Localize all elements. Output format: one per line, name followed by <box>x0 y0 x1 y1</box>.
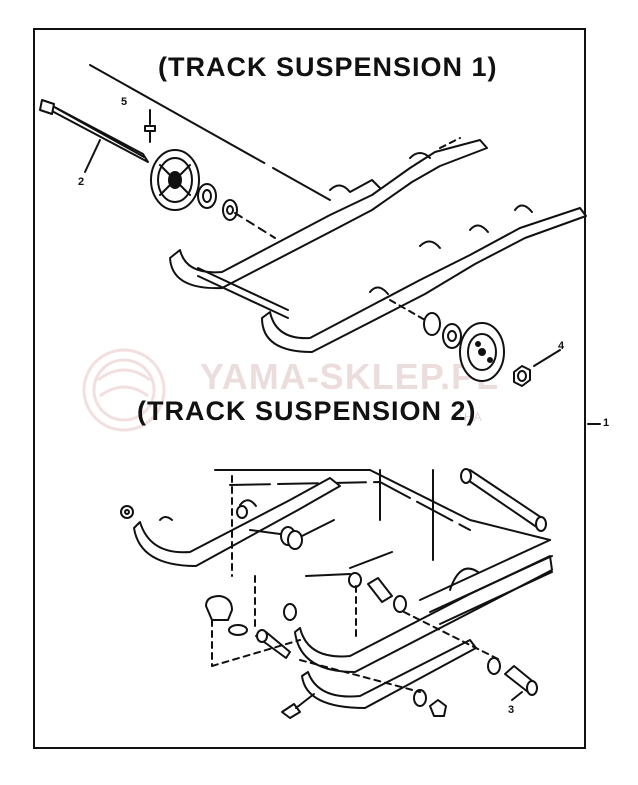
title-track-suspension-1: (TRACK SUSPENSION 1) <box>158 52 498 82</box>
diagram-frame <box>33 28 586 749</box>
callout-2: 2 <box>78 176 85 188</box>
bushing-group-upper <box>249 519 335 550</box>
callout-1: 1 <box>603 417 610 429</box>
bolt-lower <box>255 629 291 659</box>
callout-5: 5 <box>121 96 128 108</box>
watermark-text: YAMA-SKLEP.PL <box>200 356 500 397</box>
cap-part <box>205 595 248 636</box>
bolt-part-5 <box>144 125 156 143</box>
skid-lower <box>301 639 477 709</box>
nut-part-4 <box>513 365 531 387</box>
idler-wheel-upper <box>150 149 200 211</box>
callout-3: 3 <box>508 704 515 716</box>
slide-rail-upper <box>169 137 488 290</box>
slide-rail-right <box>294 539 553 673</box>
rear-shaft <box>460 468 547 532</box>
shaft-part-3 <box>487 657 538 696</box>
bushing-group-middle <box>305 551 407 613</box>
screw-bottom <box>281 693 315 719</box>
idler-wheel-lower <box>423 312 505 382</box>
title-track-suspension-2: (TRACK SUSPENSION 2) <box>137 396 477 426</box>
watermark-subtext: AHA <box>455 410 483 424</box>
slide-rail-lower <box>261 204 587 353</box>
callout-4: 4 <box>558 340 565 352</box>
shaft-part-2 <box>39 99 149 163</box>
slide-rail-left <box>133 477 341 567</box>
